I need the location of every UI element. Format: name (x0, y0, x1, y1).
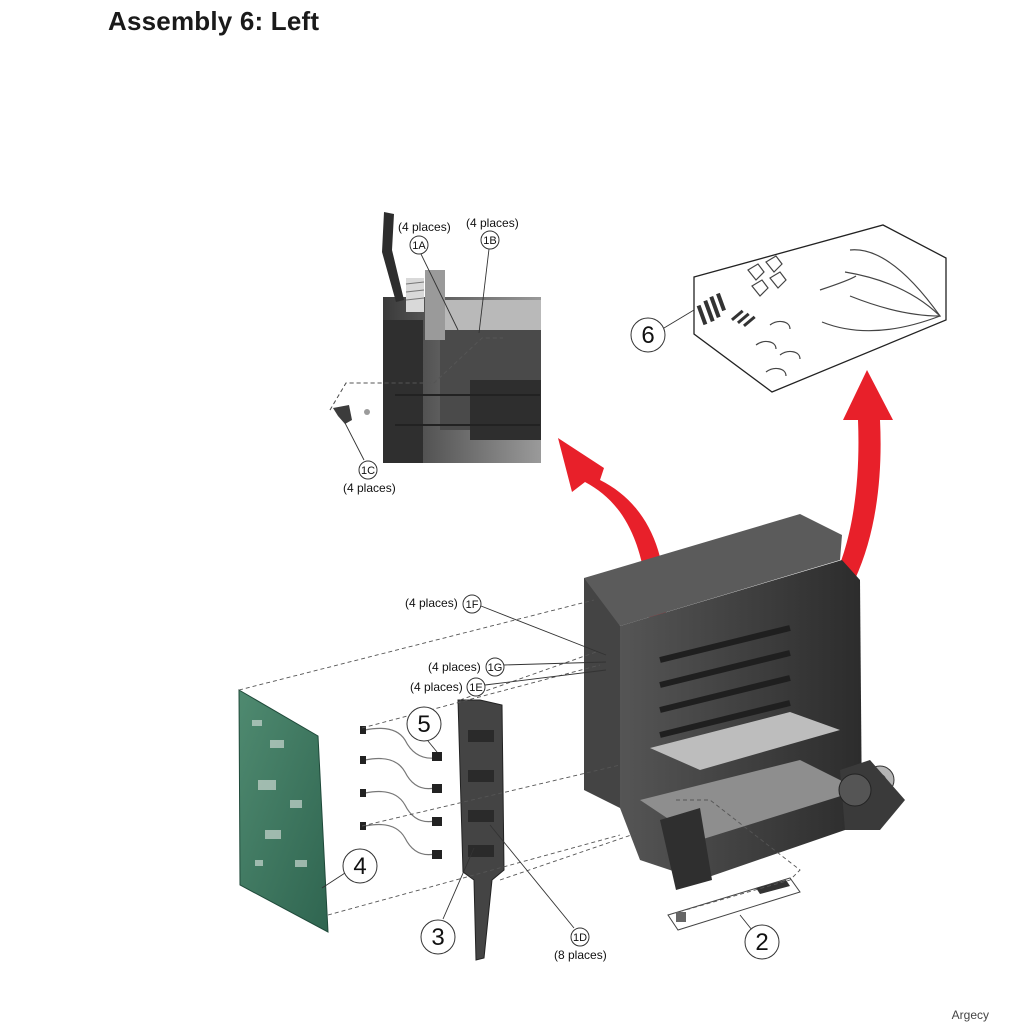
parts-kit-inset (693, 224, 947, 393)
detail-view (329, 212, 541, 463)
red-arrow-right (776, 370, 893, 660)
side-frame-part-3 (457, 699, 505, 961)
callout-1a-note: (4 places) (398, 220, 451, 234)
callout-1g-note: (4 places) (428, 660, 481, 674)
callout-1d-note: (8 places) (554, 948, 607, 962)
callout-1g: (4 places) 1G (428, 657, 607, 677)
callout-1c-id: 1C (361, 465, 375, 477)
callout-4-id: 4 (353, 853, 366, 880)
callout-1e-id: 1E (469, 682, 482, 694)
sensor-cables-part-5 (364, 727, 436, 856)
lever-arm (382, 212, 404, 302)
spring-icon (405, 278, 425, 312)
callout-1a-id: 1A (412, 240, 426, 252)
callout-3: 3 (420, 847, 475, 955)
callout-1b: (4 places) 1B (466, 216, 519, 334)
callout-1a: (4 places) 1A (398, 220, 459, 331)
callout-5-id: 5 (417, 711, 430, 738)
callout-2-id: 2 (755, 929, 768, 956)
callout-1f: (4 places) 1F (405, 594, 607, 656)
callout-6: 6 (630, 309, 695, 353)
callout-2: 2 (739, 914, 780, 960)
callout-1b-id: 1B (483, 235, 496, 247)
callout-6-id: 6 (641, 322, 654, 349)
callout-1g-id: 1G (488, 662, 503, 674)
callout-1c-note: (4 places) (343, 481, 396, 495)
page-title: Assembly 6: Left (108, 6, 320, 36)
callout-1d-id: 1D (573, 932, 587, 944)
part-1c-clip (333, 405, 370, 424)
callout-1f-id: 1F (466, 599, 479, 611)
callout-1e-note: (4 places) (410, 680, 463, 694)
connector-icon (360, 756, 366, 764)
circuit-board-part-4 (238, 689, 329, 933)
callout-5: 5 (406, 706, 442, 753)
sensor-icon (432, 850, 442, 859)
callout-1f-note: (4 places) (405, 596, 458, 610)
callout-3-id: 3 (431, 924, 444, 951)
callout-1e: (4 places) 1E (410, 669, 607, 697)
callout-1b-note: (4 places) (466, 216, 519, 230)
sensor-icon (432, 784, 442, 793)
footer-brand: Argecy (951, 1008, 989, 1022)
callout-1c: 1C (4 places) (343, 422, 396, 495)
bracket-outline-part-2 (667, 877, 801, 931)
sensor-icon (432, 752, 442, 761)
callout-4: 4 (321, 848, 378, 889)
connector-icon (360, 789, 366, 797)
main-chassis (584, 514, 905, 890)
callout-1d: 1D (8 places) (489, 824, 607, 962)
connector-icon (360, 726, 366, 734)
sensor-icon (432, 817, 442, 826)
